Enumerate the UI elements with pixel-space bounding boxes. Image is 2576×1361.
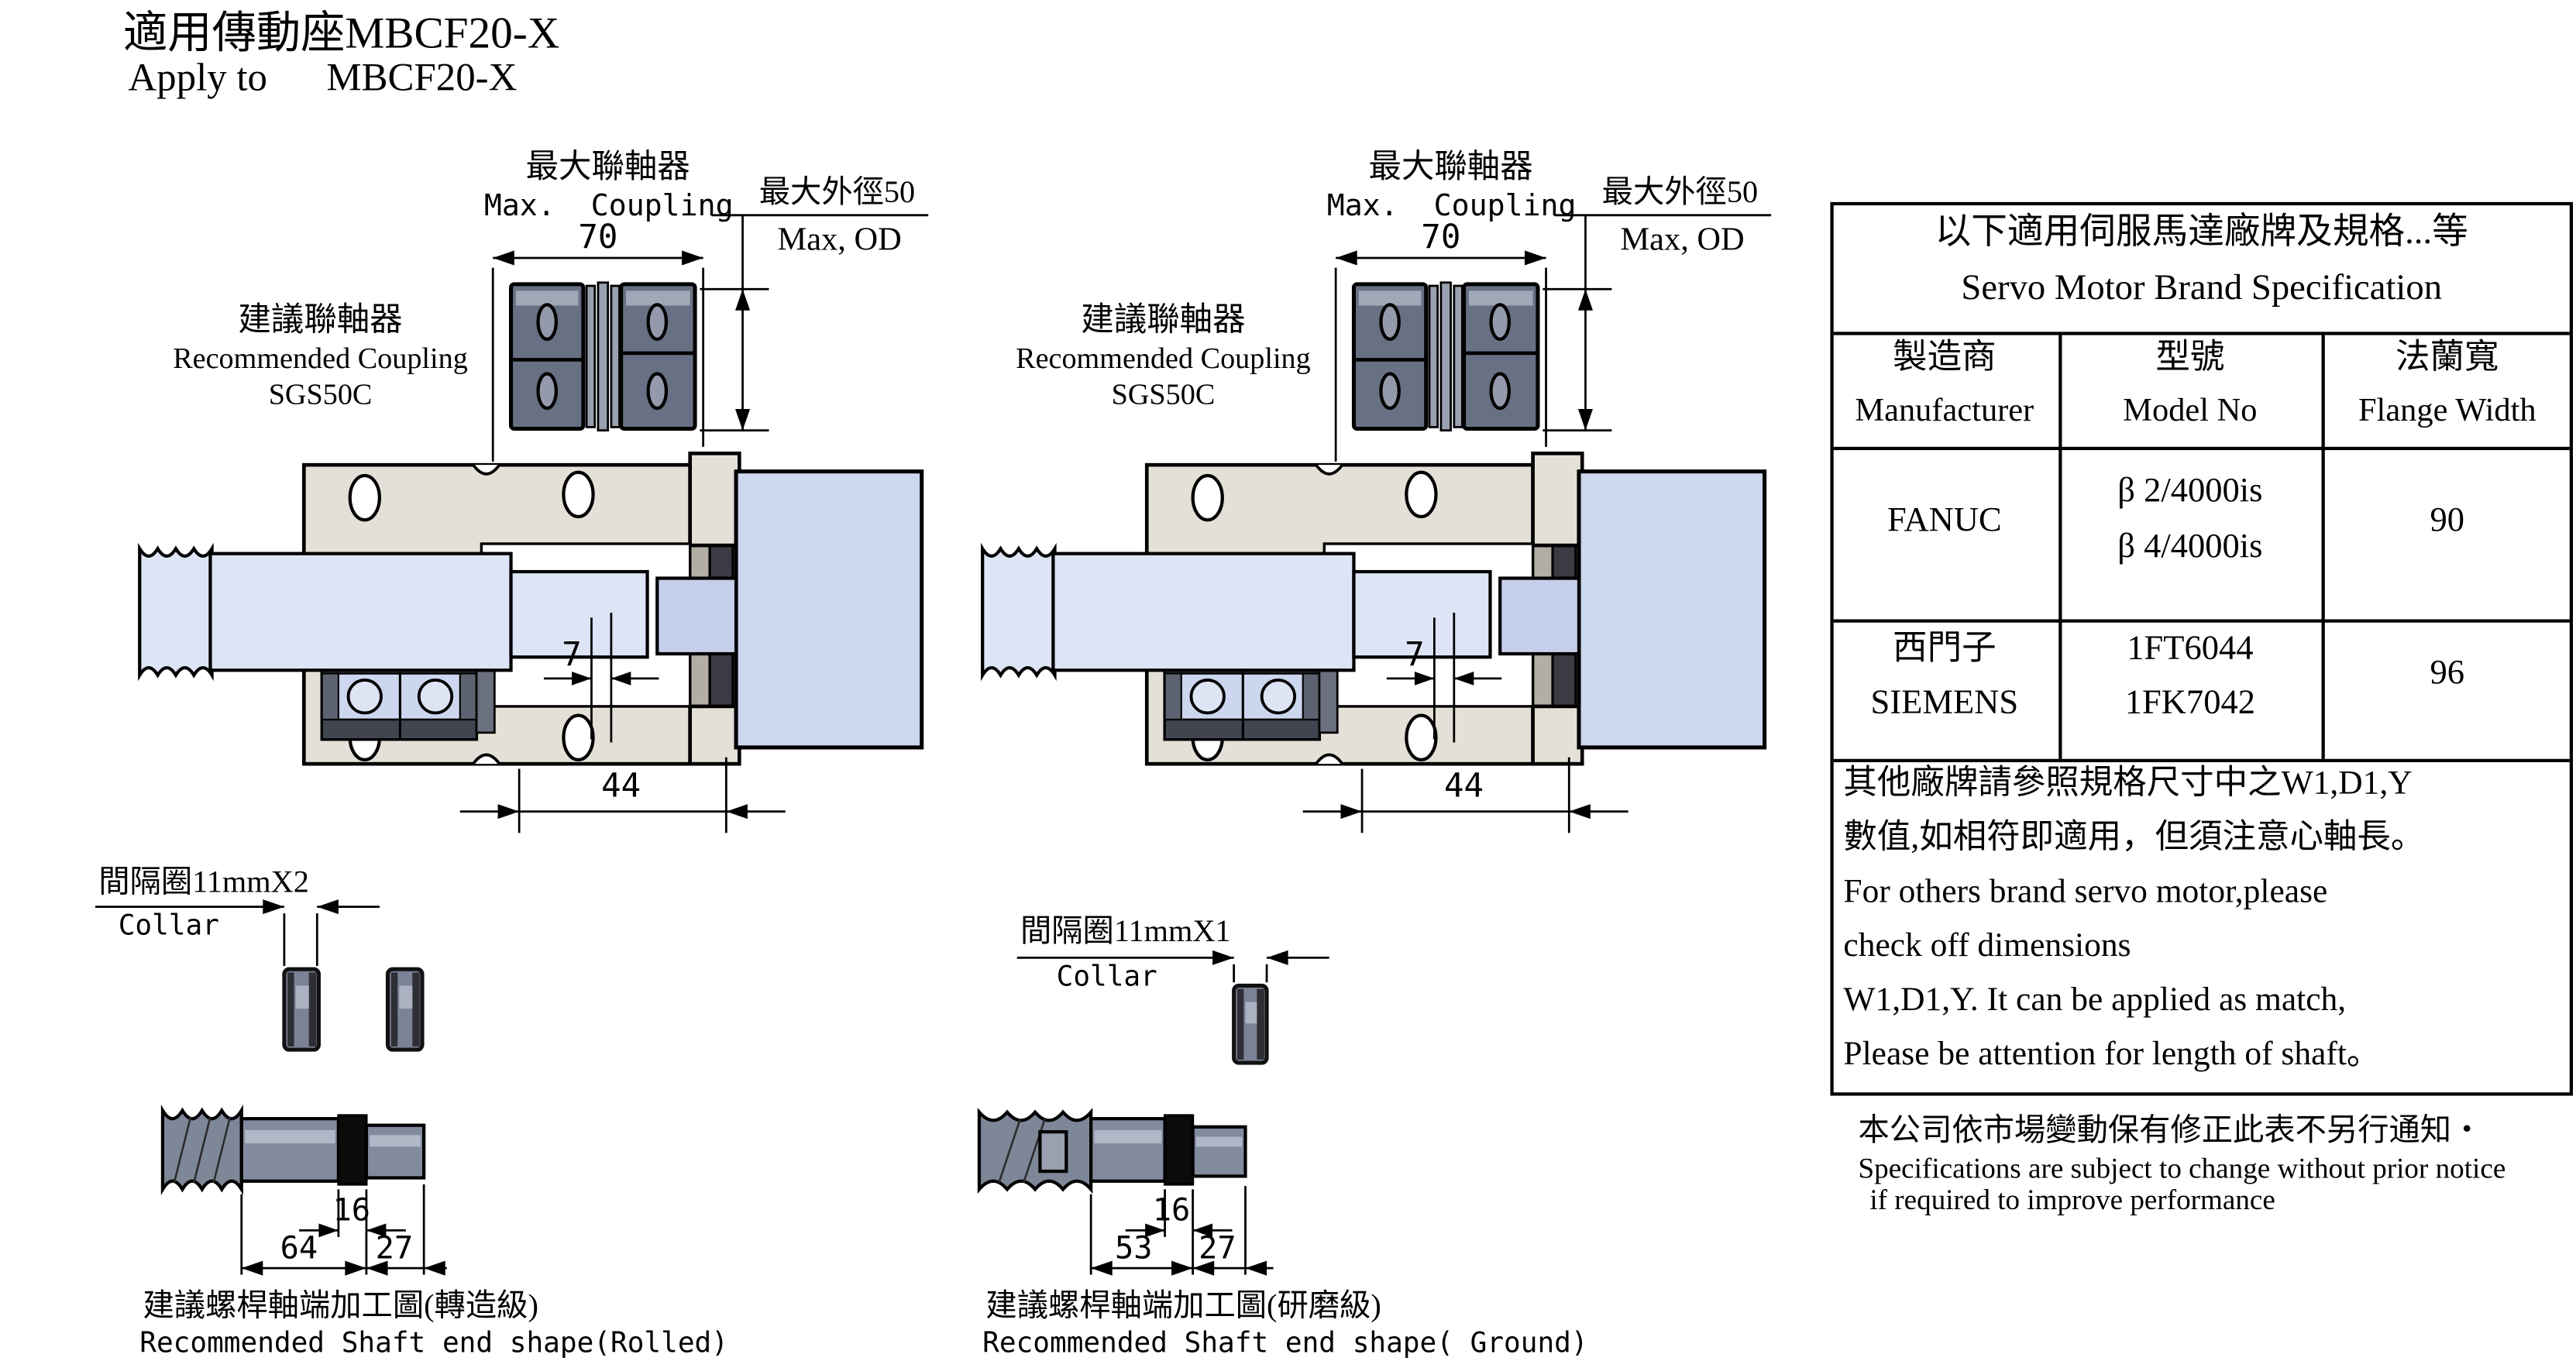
depth-dim: 44 bbox=[601, 765, 641, 806]
coupling-width-dim: 70 bbox=[578, 216, 618, 256]
shaft-end-rolled-graphic bbox=[160, 1104, 447, 1276]
max-od-label-cjk: 最大外徑50 bbox=[758, 175, 916, 211]
dim-27: 27 bbox=[375, 1230, 414, 1267]
dim-16: 16 bbox=[332, 1192, 371, 1229]
footnote-line-cjk: 本公司依市場變動保有修正此表不另行通知・ bbox=[1858, 1113, 2483, 1149]
cell-flange-fanuc: 90 bbox=[2430, 499, 2465, 539]
ballscrew-shaft-graphic bbox=[138, 542, 738, 682]
dim-64: 64 bbox=[280, 1230, 318, 1267]
rec-coupling-model: SGS50C bbox=[268, 377, 373, 411]
table-note-line: check off dimensions bbox=[1843, 928, 2131, 964]
max-od-label-cjk: 最大外徑50 bbox=[1601, 175, 1759, 211]
coupling-graphic bbox=[1351, 281, 1540, 432]
coupling-graphic bbox=[508, 281, 697, 432]
shaft-caption-cjk: 建議螺桿軸端加工圖(轉造級) bbox=[143, 1289, 538, 1325]
page-title-en: Apply to MBCF20-X bbox=[128, 57, 518, 101]
col-header-manufacturer-en: Manufacturer bbox=[1855, 392, 2034, 429]
collar-label-en: Collar bbox=[1056, 961, 1157, 995]
dim-16: 16 bbox=[1152, 1192, 1191, 1229]
dim-27: 27 bbox=[1199, 1230, 1236, 1267]
shaft-caption-cjk: 建議螺桿軸端加工圖(研磨級) bbox=[985, 1289, 1381, 1325]
max-coupling-label-en: Max. Coupling bbox=[1326, 188, 1577, 224]
cell-manufacturer-siemens-en: SIEMENS bbox=[1870, 682, 2019, 721]
max-od-label-en: Max, OD bbox=[777, 222, 902, 258]
table-title-cjk: 以下適用伺服馬達廠牌及規格...等 bbox=[1935, 210, 2468, 252]
cell-flange-siemens: 96 bbox=[2430, 651, 2465, 692]
depth-dim: 44 bbox=[1443, 765, 1484, 806]
collar-label-cjk: 間隔圈11mmX2 bbox=[98, 865, 309, 901]
cell-model-siemens-2: 1FK7042 bbox=[2124, 682, 2256, 721]
max-od-label-en: Max, OD bbox=[1620, 222, 1745, 258]
footnote-line-en-1: Specifications are subject to change wit… bbox=[1858, 1151, 2506, 1185]
shaft-caption-en: Recommended Shaft end shape( Ground) bbox=[982, 1327, 1588, 1360]
max-coupling-label-cjk: 最大聯軸器 bbox=[1368, 149, 1533, 186]
cell-manufacturer-siemens-cjk: 西門子 bbox=[1893, 627, 1996, 668]
max-coupling-label-cjk: 最大聯軸器 bbox=[525, 149, 690, 186]
col-header-model-en: Model No bbox=[2123, 392, 2258, 429]
footnote-line-en-2: if required to improve performance bbox=[1869, 1182, 2275, 1216]
max-coupling-label-en: Max. Coupling bbox=[483, 188, 734, 224]
col-header-model-cjk: 型號 bbox=[2155, 336, 2225, 376]
dim-53: 53 bbox=[1114, 1230, 1153, 1267]
table-note-line: 數值,如相符即適用，但須注意心軸長。 bbox=[1843, 820, 2425, 856]
table-note-line: For others brand servo motor,please bbox=[1843, 874, 2328, 910]
collar-label-cjk: 間隔圈11mmX1 bbox=[1020, 915, 1231, 950]
rec-coupling-model: SGS50C bbox=[1111, 377, 1216, 411]
cell-manufacturer-fanuc: FANUC bbox=[1887, 499, 2002, 539]
collar-x2-graphic bbox=[95, 899, 425, 1052]
col-header-flange-cjk: 法蘭寬 bbox=[2395, 336, 2499, 376]
assembly-middle bbox=[977, 214, 1772, 1276]
collar-x1-graphic bbox=[1016, 950, 1329, 1065]
table-note-line: W1,D1,Y. It can be applied as match, bbox=[1843, 982, 2347, 1019]
shaft-end-ground-graphic bbox=[977, 1107, 1274, 1276]
rec-coupling-label-en: Recommended Coupling bbox=[173, 342, 468, 375]
shaft-caption-en: Recommended Shaft end shape(Rolled) bbox=[139, 1327, 728, 1360]
table-note-line: Please be attention for length of shaft。 bbox=[1843, 1036, 2381, 1073]
rec-coupling-label-en: Recommended Coupling bbox=[1016, 342, 1311, 375]
rec-coupling-label-cjk: 建議聯軸器 bbox=[1081, 302, 1246, 339]
rec-coupling-label-cjk: 建議聯軸器 bbox=[238, 302, 403, 339]
cell-model-siemens-1: 1FT6044 bbox=[2127, 627, 2254, 668]
table-title-en: Servo Motor Brand Specification bbox=[1961, 266, 2443, 308]
cell-model-fanuc-1: β 2/4000is bbox=[2117, 469, 2263, 510]
table-note-line: 其他廠牌請參照規格尺寸中之W1,D1,Y bbox=[1843, 765, 2413, 802]
assembly-left bbox=[95, 214, 929, 1276]
gap-dim: 7 bbox=[562, 634, 582, 674]
page-title-cjk: 適用傳動座MBCF20-X bbox=[123, 8, 560, 58]
servo-motor-spec-table bbox=[1830, 201, 2574, 1096]
ballscrew-shaft-graphic bbox=[981, 542, 1581, 682]
coupling-width-dim: 70 bbox=[1421, 216, 1461, 256]
collar-label-en: Collar bbox=[118, 909, 219, 943]
cell-model-fanuc-2: β 4/4000is bbox=[2117, 525, 2263, 565]
gap-dim: 7 bbox=[1405, 634, 1425, 674]
col-header-flange-en: Flange Width bbox=[2358, 392, 2536, 429]
col-header-manufacturer-cjk: 製造商 bbox=[1893, 336, 1996, 376]
